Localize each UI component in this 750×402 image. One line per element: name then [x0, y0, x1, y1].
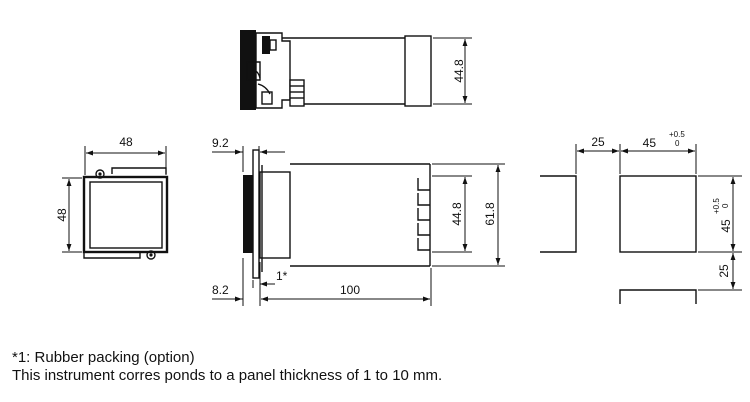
notes: *1: Rubber packing (option) This instrum… [12, 349, 442, 385]
panel-cutout-vertical-spacing-label: 25 [717, 264, 731, 278]
side-view [212, 146, 505, 306]
note-panel-thickness: This instrument corres ponds to a panel … [12, 367, 443, 384]
panel-cutout-spacing-label: 25 [591, 135, 605, 149]
side-view-bracket [259, 171, 291, 259]
front-view [62, 146, 169, 260]
top-view-height-label: 44.8 [452, 59, 466, 83]
front-view-height-label: 48 [55, 208, 69, 222]
panel-cutout-main [619, 175, 697, 253]
side-view-outer-height-label: 61.8 [483, 202, 497, 226]
panel-cutout-height-tolerance-lower: 0 [721, 203, 730, 208]
side-view-body-length-label: 100 [340, 283, 360, 297]
panel-cutout [540, 144, 742, 304]
panel-cutout-height-tolerance-upper: +0.5 [712, 198, 721, 214]
side-view-terminal-fins [417, 178, 430, 251]
top-view-bezel [240, 30, 256, 110]
top-view [240, 30, 472, 110]
side-view-packing-label: 1* [276, 269, 288, 283]
front-view-screw-bottom-icon [146, 250, 156, 260]
panel-cutout-width-tolerance-lower: 0 [675, 139, 680, 148]
front-view-display-window [89, 181, 163, 249]
top-view-bracket [255, 32, 291, 109]
panel-cutout-adjacent-bottom [619, 289, 697, 304]
top-view-rear-cover [404, 35, 432, 107]
front-view-outer-frame [82, 175, 169, 254]
panel-cutout-height-label: 45 [719, 219, 733, 233]
side-view-rubber-packing [252, 149, 260, 279]
top-view-screw [289, 79, 305, 107]
side-view-bezel-label: 9.2 [212, 136, 229, 150]
panel-cutout-width-tolerance-upper: +0.5 [669, 130, 685, 139]
side-view-front-depth-label: 8.2 [212, 283, 229, 297]
side-view-inner-height-label: 44.8 [450, 202, 464, 226]
note-rubber-packing: *1: Rubber packing (option) [12, 349, 195, 366]
panel-cutout-width-label: 45 [643, 136, 657, 150]
front-view-screw-top-icon [95, 169, 105, 179]
panel-cutout-adjacent-left [540, 175, 577, 253]
front-view-width-label: 48 [119, 135, 133, 149]
side-view-front-plate [243, 175, 253, 253]
